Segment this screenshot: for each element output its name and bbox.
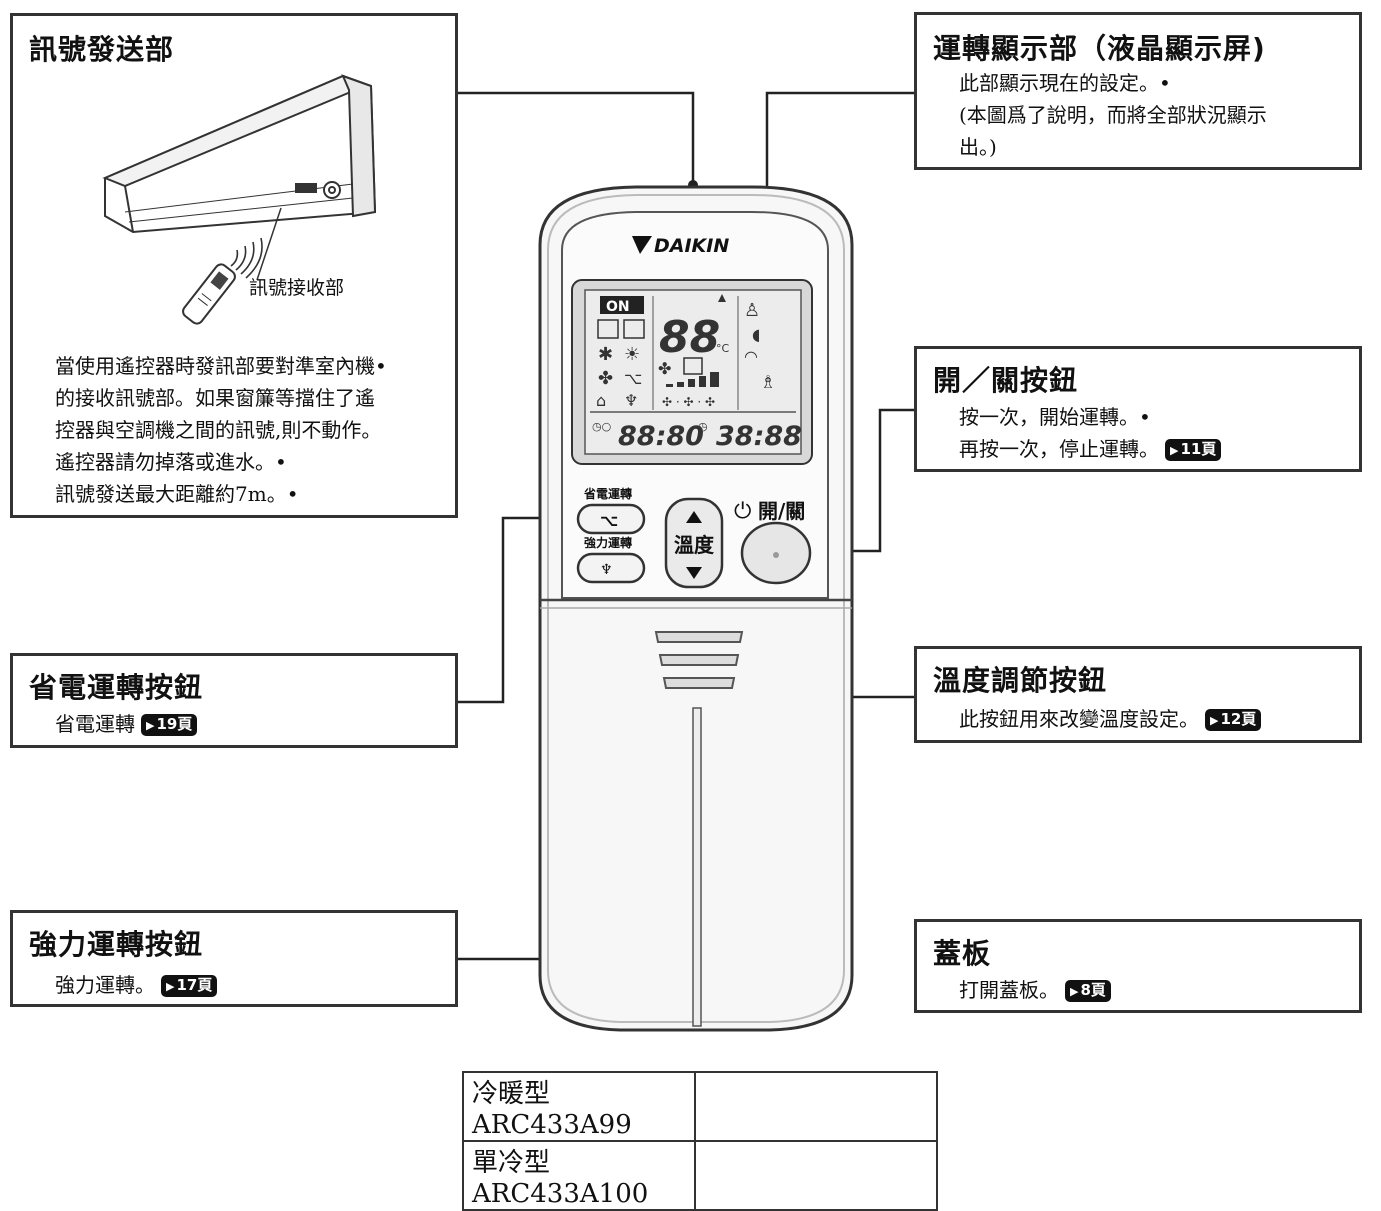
daikin-logo-icon (632, 236, 652, 254)
powerful-title: 強力運轉按鈕 (29, 928, 204, 961)
transmitter-title: 訊號發送部 (29, 33, 175, 66)
model-cell: 單冷型 ARC433A100 (462, 1140, 696, 1211)
lcd-quiet-icon: ✣ · ✣ · ✣ (662, 395, 715, 409)
lcd-display: ON ✱ ☀ ✤ ⌥ ⌂ ♆ 88 °C ✤ ✣ · ✣ · ✣ (590, 294, 802, 452)
display-box: 運轉顯示部（液晶顯示屏) 此部顯示現在的設定。• (本圖爲了說明，而將全部狀況顯… (914, 12, 1362, 170)
lcd-sound-icon: ◖ (752, 325, 760, 344)
transmitter-line-1: 當使用遙控器時發訊部要對準室內機• (55, 354, 387, 378)
cover-box: 蓋板 打開蓋板。8頁 (914, 919, 1362, 1013)
onoff-page-ref: 11頁 (1165, 439, 1222, 461)
transmitter-line-3: 控器與空調機之間的訊號,則不動作。 (55, 418, 382, 442)
powerful-line: 強力運轉。17頁 (55, 969, 218, 1001)
remote-controller: DAIKIN ON ✱ ☀ ✤ ⌥ ⌂ ♆ 88 °C ✤ (538, 185, 854, 1032)
powerful-button[interactable]: ♆ (576, 552, 646, 584)
powerful-button-label: 強力運轉 (584, 535, 632, 550)
onoff-title: 開／關按鈕 (933, 364, 1079, 397)
econo-button[interactable]: ⌥ (576, 503, 646, 535)
lcd-house-icon: ⌂ (596, 391, 606, 410)
temp-box: 溫度調節按鈕 此按鈕用來改變溫度設定。12頁 (914, 646, 1362, 743)
econo-title: 省電運轉按鈕 (29, 671, 204, 704)
power-button-label: 開/關 (758, 499, 805, 523)
model-empty-cell (694, 1071, 938, 1142)
lcd-auto-fan-icon (683, 357, 703, 375)
model-table: 冷暖型 ARC433A99 單冷型 ARC433A100 (462, 1071, 938, 1211)
lcd-fan-speed-icon: ✤ (658, 359, 671, 378)
power-button[interactable] (740, 521, 812, 585)
powerful-button-icon: ♆ (600, 562, 613, 578)
temp-title: 溫度調節按鈕 (933, 664, 1108, 697)
brand-logo: DAIKIN (654, 235, 729, 257)
transmitter-line-5: 訊號發送最大距離約7m。• (55, 482, 299, 506)
lcd-timer-off: 38:88 (716, 421, 802, 452)
lcd-auto-icon (597, 319, 619, 339)
receiver-label: 訊號接收部 (249, 277, 344, 299)
lcd-triangle-icon (718, 294, 726, 302)
temp-line: 此按鈕用來改變溫度設定。12頁 (959, 703, 1262, 735)
model-row: 冷暖型 ARC433A99 (462, 1071, 938, 1142)
econo-button-icon: ⌥ (600, 511, 618, 530)
display-line-3: 出。) (959, 135, 997, 159)
temp-button[interactable]: 溫度 (664, 497, 724, 589)
lcd-on-indicator (600, 296, 644, 314)
lcd-fan-icon: ✤ (598, 368, 613, 389)
lcd-louver-icon: ◠ (744, 347, 758, 366)
lcd-timer-off-icon: ◷ (698, 420, 708, 433)
lcd-heat-icon: ☀ (624, 344, 640, 365)
onoff-line-2: 再按一次，停止運轉。11頁 (959, 433, 1222, 465)
lcd-on-text: ON (606, 299, 630, 315)
signal-wave-icon (230, 237, 263, 279)
display-title: 運轉顯示部（液晶顯示屏) (933, 32, 1266, 65)
econo-button-label: 省電運轉 (583, 486, 632, 501)
aircon-illustration: 訊號接收部 (102, 74, 377, 325)
remote-diagram: DAIKIN ON ✱ ☀ ✤ ⌥ ⌂ ♆ 88 °C ✤ (458, 91, 914, 1032)
lcd-comfort-icon: ♗ (760, 372, 776, 393)
display-description: 此部顯示現在的設定。• (本圖爲了說明，而將全部狀況顯示 出。) (959, 67, 1267, 163)
transmitter-line-2: 的接收訊號部。如果窗簾等擋住了遙 (55, 386, 375, 410)
cover-title: 蓋板 (933, 937, 992, 970)
onoff-line-1: 按一次，開始運轉。• (959, 405, 1151, 429)
powerful-page-ref: 17頁 (161, 975, 218, 997)
lcd-cool-icon: ✱ (598, 344, 613, 365)
model-cell: 冷暖型 ARC433A99 (462, 1071, 696, 1142)
lcd-swing-icon: ♙ (744, 300, 760, 321)
display-line-2: (本圖爲了說明，而將全部狀況顯示 (959, 103, 1267, 127)
transmitter-line-4: 遙控器請勿掉落或進水。• (55, 450, 287, 474)
powerful-box: 強力運轉按鈕 強力運轉。17頁 (10, 910, 458, 1007)
transmitter-box: 訊號發送部 訊號接收部 (10, 13, 458, 518)
lcd-timer-on: 88:80 (618, 421, 704, 452)
model-row: 單冷型 ARC433A100 (462, 1140, 938, 1211)
lcd-temp-unit: °C (716, 342, 730, 355)
lcd-powerful-icon: ♆ (624, 391, 638, 410)
temp-page-ref: 12頁 (1205, 709, 1262, 731)
lcd-econo-icon: ⌥ (624, 369, 642, 388)
econo-box: 省電運轉按鈕 省電運轉19頁 (10, 653, 458, 748)
econo-page-ref: 19頁 (141, 714, 198, 736)
lcd-temp-digits: 88 (659, 312, 720, 363)
onoff-box: 開／關按鈕 按一次，開始運轉。• 再按一次，停止運轉。11頁 (914, 346, 1362, 472)
indoor-unit-icon (102, 74, 377, 234)
transmitter-description: 當使用遙控器時發訊部要對準室內機• 的接收訊號部。如果窗簾等擋住了遙 控器與空調… (55, 350, 387, 510)
cover-line: 打開蓋板。8頁 (959, 974, 1111, 1006)
econo-line: 省電運轉19頁 (55, 708, 198, 740)
onoff-description: 按一次，開始運轉。• 再按一次，停止運轉。11頁 (959, 401, 1222, 465)
temp-down-icon[interactable] (686, 567, 702, 579)
lcd-timer-on-icon: ◷○ (592, 420, 611, 433)
cover-grip (654, 631, 744, 689)
cover-page-ref: 8頁 (1065, 980, 1111, 1002)
lcd-dry-icon (623, 319, 645, 339)
power-symbol-icon: ⏻ (734, 499, 751, 524)
temp-up-icon[interactable] (686, 511, 702, 523)
handheld-remote-icon (182, 263, 236, 325)
temp-button-label: 溫度 (674, 533, 715, 557)
model-empty-cell (694, 1140, 938, 1211)
lcd-fan-level-bars (666, 372, 719, 387)
display-line-1: 此部顯示現在的設定。• (959, 71, 1171, 95)
